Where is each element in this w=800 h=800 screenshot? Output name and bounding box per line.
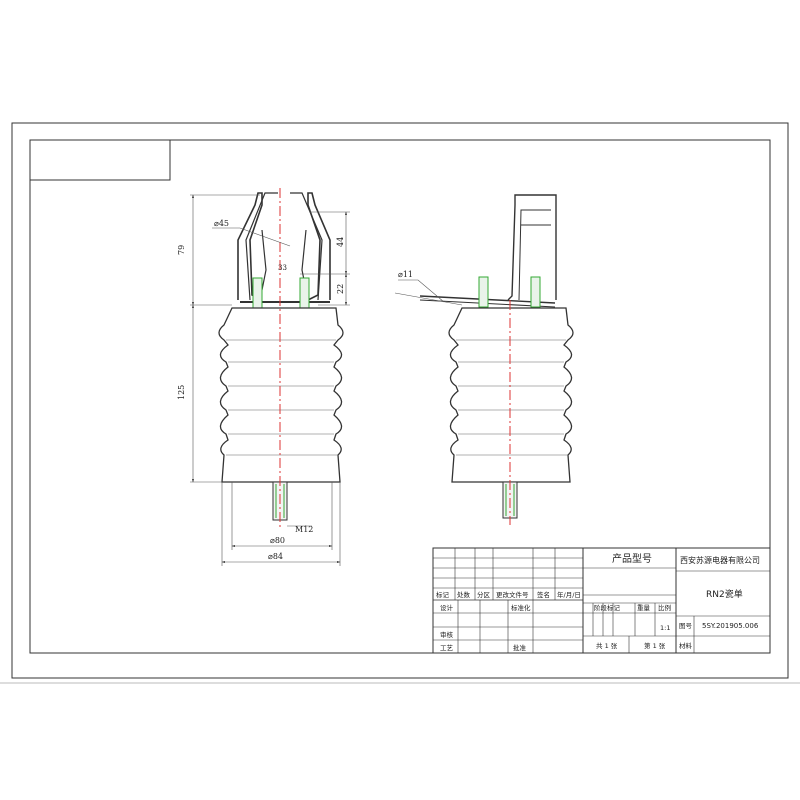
- drawing-frame: [29, 139, 771, 654]
- review-label: 审核: [440, 630, 454, 639]
- side-bracket: [507, 194, 557, 301]
- side-insulator-body: [448, 307, 574, 483]
- clip-left-jaw: [237, 192, 263, 301]
- insulator-body: [218, 307, 344, 483]
- standardize-label: 标准化: [511, 603, 531, 612]
- dim-h22: 22: [336, 284, 345, 294]
- drawing-no: 5SY.201905.006: [702, 622, 759, 630]
- side-stud-left: [478, 276, 489, 308]
- dim-d45: ⌀45: [214, 219, 229, 228]
- company-name: 西安苏源电器有限公司: [680, 555, 760, 565]
- total-sheets: 共 1 张: [596, 641, 618, 650]
- dim-h125: 125: [177, 385, 186, 400]
- product-model-label: 产品型号: [612, 552, 652, 565]
- header-change-doc: 更改文件号: [496, 590, 529, 599]
- clip-right-jaw: [307, 192, 331, 301]
- design-label: 设计: [440, 603, 454, 612]
- approve-label: 批准: [513, 643, 527, 652]
- material-label: 材料: [679, 641, 693, 650]
- header-mark: 标记: [436, 590, 450, 599]
- title-block-text: 产品型号 西安苏源电器有限公司 RN2瓷单 标记 处数 分区 更改文件号 签名 …: [436, 552, 760, 652]
- title-block: [432, 547, 771, 654]
- process-label: 工艺: [440, 644, 454, 652]
- header-sign: 签名: [537, 590, 550, 599]
- weight-label: 重量: [637, 604, 651, 612]
- sheet-border: [11, 122, 789, 679]
- part-name: RN2瓷单: [706, 588, 743, 600]
- front-view: ⌀45 33 79 125 44 22 M12 ⌀80 ⌀84: [177, 188, 350, 566]
- header-zone: 分区: [477, 590, 491, 599]
- sheet-number: 第 1 张: [644, 641, 666, 650]
- scale-label: 比例: [658, 603, 671, 612]
- dim-d11: ⌀11: [398, 270, 413, 279]
- scale-value: 1:1: [660, 624, 670, 632]
- top-stud-left: [252, 277, 263, 309]
- stage-mark-label: 阶段标记: [594, 603, 621, 612]
- dim-d84: ⌀84: [268, 552, 283, 561]
- side-stud-right: [530, 276, 541, 308]
- drawing-no-label: 图号: [679, 622, 693, 630]
- dim-d80: ⌀80: [270, 536, 285, 545]
- dim-h79: 79: [177, 245, 186, 255]
- top-stud-right: [299, 277, 310, 309]
- header-count: 处数: [457, 590, 471, 599]
- side-view: ⌀11: [394, 194, 574, 525]
- dim-m12: M12: [295, 525, 313, 534]
- dim-h44: 44: [336, 237, 345, 247]
- dim-c33: 33: [278, 264, 287, 272]
- corner-box: [29, 139, 171, 181]
- header-date: 年/月/日: [557, 590, 581, 599]
